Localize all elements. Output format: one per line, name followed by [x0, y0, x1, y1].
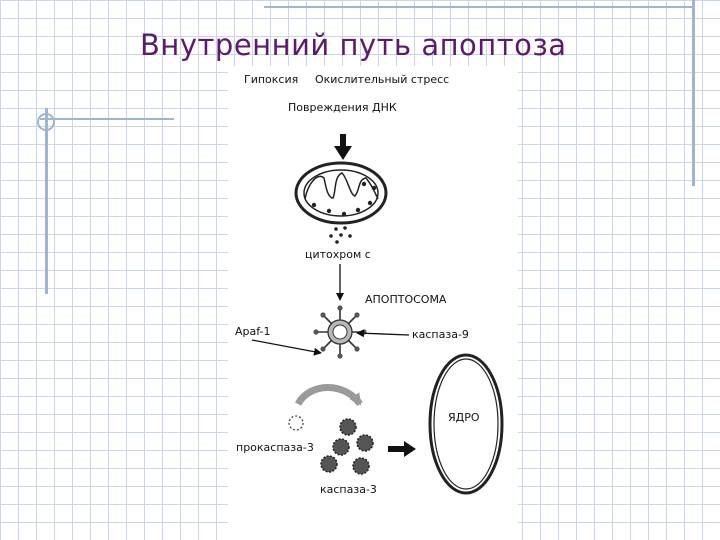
label-dna-damage: Повреждения ДНК	[288, 101, 397, 114]
arrow-caspase-nucleus	[388, 441, 416, 457]
arrow-apaf-1	[251, 339, 322, 356]
caspase-3-cluster	[320, 418, 374, 475]
label-apoptosome: АПОПТОСОМА	[365, 293, 447, 306]
procaspase-3-circle	[288, 415, 304, 431]
activation-curved-arrow	[294, 384, 363, 407]
decor-horizontal-line-left	[40, 118, 174, 120]
nucleus	[428, 353, 504, 495]
arrow-caspase-9	[356, 329, 410, 338]
label-procaspase-3: прокаспаза-3	[236, 441, 314, 454]
decor-vertical-line-left	[45, 108, 48, 294]
decor-circle	[37, 113, 55, 131]
decor-vertical-line-right	[692, 0, 695, 186]
label-caspase-3: каспаза-3	[320, 483, 377, 496]
slide-title: Внутренний путь апоптоза	[140, 28, 567, 62]
stimulus-arrow	[334, 134, 352, 160]
apoptosome	[313, 305, 367, 359]
label-apaf-1: Apaf-1	[235, 325, 271, 338]
mitochondrion	[294, 161, 388, 225]
decor-horizontal-line-right	[264, 6, 694, 8]
label-nucleus: ЯДРО	[448, 411, 480, 424]
label-cytochrome-c: цитохром с	[305, 248, 371, 261]
label-caspase-9: каспаза-9	[412, 328, 469, 341]
label-oxidative-stress: Окислительный стресс	[315, 73, 449, 86]
cytochrome-dots	[329, 226, 352, 244]
label-hypoxia: Гипоксия	[244, 73, 298, 86]
